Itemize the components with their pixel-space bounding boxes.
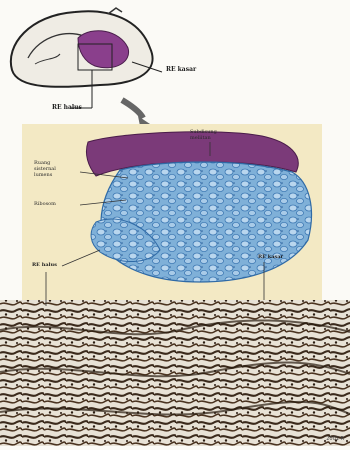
- label-ribosom: Ribosom: [34, 201, 56, 207]
- label-re-kasar-mid: RE kasar: [258, 254, 283, 260]
- label-subunit: Subdisung meliitan: [190, 129, 230, 141]
- cell-illustration: [11, 8, 162, 126]
- label-re-halus-mid: RE halus: [32, 262, 57, 268]
- label-re-halus-top: RE halus: [52, 104, 82, 111]
- er-mass: [101, 162, 312, 282]
- corner-text: 2001 R: [326, 436, 344, 442]
- label-ruang: Ruang sisternal lumens: [34, 160, 80, 178]
- label-re-kasar-top: RE kasar: [166, 66, 196, 73]
